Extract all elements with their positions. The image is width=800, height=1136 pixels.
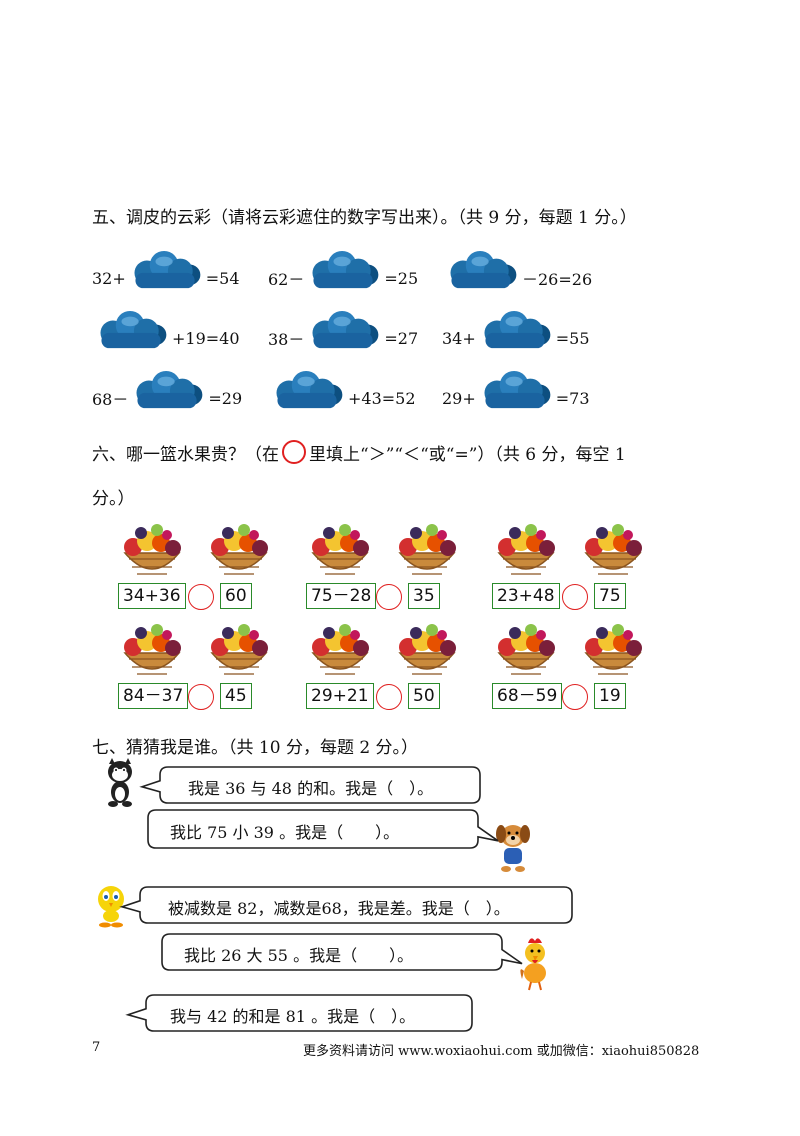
- answer-circle[interactable]: [376, 684, 402, 710]
- section6-title-cont: 分。）: [92, 489, 135, 509]
- cloud-equation: +19=40: [92, 310, 240, 352]
- left-expression-box: 75－28: [306, 583, 377, 609]
- fruit-basket-icon: [204, 615, 274, 683]
- equation-prefix: 34+: [442, 328, 476, 348]
- bird-icon: [98, 886, 124, 928]
- answer-circle[interactable]: [562, 684, 588, 710]
- speech-bubble: 我是 36 与 48 的和。我是（ ）。: [139, 766, 481, 804]
- basket-comparison: 75－28 35: [300, 515, 460, 615]
- equation-suffix: =54: [205, 268, 240, 288]
- section7-title: 七、猜猜我是谁。（共 10 分，每题 2 分。）: [92, 738, 419, 758]
- speech-bubble-outline: [119, 886, 573, 924]
- fruit-basket-icon: [578, 515, 648, 583]
- right-value-box: 35: [408, 583, 440, 609]
- section6-title: 六、哪一篮水果贵？（在 里填上“＞”“＜“或“=”）（共 6 分，每空 1: [92, 440, 626, 465]
- cloud-equation: 68－ =29: [92, 370, 242, 412]
- cloud-equation: +43=52: [268, 370, 416, 412]
- speech-bubble-text: 我比 75 小 39 。我是（ ）。: [170, 823, 400, 842]
- cloud-icon: [477, 310, 555, 352]
- fruit-basket-icon: [578, 615, 648, 683]
- equation-suffix: =29: [208, 388, 243, 408]
- cat-icon: [108, 758, 132, 807]
- speech-bubble-text: 我与 42 的和是 81 。我是（ ）。: [170, 1007, 416, 1026]
- cloud-equation: 34+ =55: [442, 310, 590, 352]
- equation-prefix: 38－: [268, 330, 305, 349]
- speech-bubble: 我比 26 大 55 。我是（ ）。: [161, 933, 523, 971]
- speech-bubble: 我与 42 的和是 81 。我是（ ）。: [125, 994, 473, 1032]
- footer-text: 更多资料请访问 www.woxiaohui.com 或加微信：xiaohui85…: [303, 1044, 700, 1059]
- equation-suffix: =25: [384, 268, 419, 288]
- equation-suffix: －26=26: [522, 270, 593, 289]
- cloud-icon: [305, 310, 383, 352]
- fruit-basket-icon: [491, 615, 561, 683]
- left-expression-box: 29+21: [306, 683, 374, 709]
- cloud-equation: 29+ =73: [442, 370, 590, 412]
- basket-comparison: 23+48 75: [486, 515, 646, 615]
- cloud-equation: 62－ =25: [268, 250, 418, 292]
- right-value-box: 75: [594, 583, 626, 609]
- basket-comparison: 84－37 45: [112, 615, 272, 715]
- right-value-box: 60: [220, 583, 252, 609]
- speech-bubble-outline: [161, 933, 523, 971]
- cloud-icon: [127, 250, 205, 292]
- answer-circle[interactable]: [188, 684, 214, 710]
- cloud-equation: －26=26: [442, 250, 592, 292]
- fruit-basket-icon: [392, 615, 462, 683]
- speech-bubble-text: 我比 26 大 55 。我是（ ）。: [184, 946, 414, 965]
- speech-bubble: 被减数是 82，减数是68，我是差。我是（ ）。: [119, 886, 573, 924]
- speech-bubble-outline: [147, 809, 499, 849]
- right-value-box: 19: [594, 683, 626, 709]
- answer-circle[interactable]: [376, 584, 402, 610]
- left-expression-box: 34+36: [118, 583, 186, 609]
- speech-bubble-outline: [139, 766, 481, 804]
- speech-bubble-text: 我是 36 与 48 的和。我是（ ）。: [188, 779, 434, 798]
- equation-suffix: +43=52: [348, 388, 416, 408]
- right-value-box: 50: [408, 683, 440, 709]
- basket-comparison: 29+21 50: [300, 615, 460, 715]
- cloud-icon: [305, 250, 383, 292]
- fruit-basket-icon: [392, 515, 462, 583]
- rooster-icon: [520, 938, 546, 991]
- fruit-basket-icon: [117, 615, 187, 683]
- equation-suffix: =73: [555, 388, 590, 408]
- left-expression-box: 84－37: [118, 683, 189, 709]
- equation-prefix: 29+: [442, 388, 476, 408]
- cloud-icon: [443, 250, 521, 292]
- basket-comparison: 34+36 60: [112, 515, 272, 615]
- page-number: 7: [92, 1040, 101, 1055]
- equation-suffix: =27: [384, 328, 419, 348]
- equation-suffix: =55: [555, 328, 590, 348]
- equation-suffix: +19=40: [172, 328, 240, 348]
- circle-icon: [282, 440, 306, 464]
- cloud-icon: [269, 370, 347, 412]
- equation-prefix: 32+: [92, 268, 126, 288]
- equation-prefix: 68－: [92, 390, 129, 409]
- section6-title-part-b: 里填上“＞”“＜“或“=”）（共 6 分，每空 1: [309, 445, 626, 465]
- left-expression-box: 23+48: [492, 583, 560, 609]
- fruit-basket-icon: [117, 515, 187, 583]
- cloud-equation: 32+ =54: [92, 250, 240, 292]
- fruit-basket-icon: [305, 515, 375, 583]
- answer-circle[interactable]: [188, 584, 214, 610]
- equation-prefix: 62－: [268, 270, 305, 289]
- cloud-icon: [477, 370, 555, 412]
- cloud-icon: [93, 310, 171, 352]
- section5-title: 五、调皮的云彩（请将云彩遮住的数字写出来）。（共 9 分，每题 1 分。）: [92, 208, 637, 228]
- speech-bubble: 我比 75 小 39 。我是（ ）。: [147, 809, 499, 849]
- speech-bubble-outline: [125, 994, 473, 1032]
- cloud-equation: 38－ =27: [268, 310, 418, 352]
- answer-circle[interactable]: [562, 584, 588, 610]
- right-value-box: 45: [220, 683, 252, 709]
- cloud-icon: [129, 370, 207, 412]
- fruit-basket-icon: [305, 615, 375, 683]
- puppy-icon: [496, 825, 530, 872]
- section6-title-part-a: 六、哪一篮水果贵？（在: [92, 445, 279, 465]
- fruit-basket-icon: [491, 515, 561, 583]
- fruit-basket-icon: [204, 515, 274, 583]
- speech-bubble-text: 被减数是 82，减数是68，我是差。我是（ ）。: [168, 899, 510, 918]
- left-expression-box: 68－59: [492, 683, 563, 709]
- basket-comparison: 68－59 19: [486, 615, 646, 715]
